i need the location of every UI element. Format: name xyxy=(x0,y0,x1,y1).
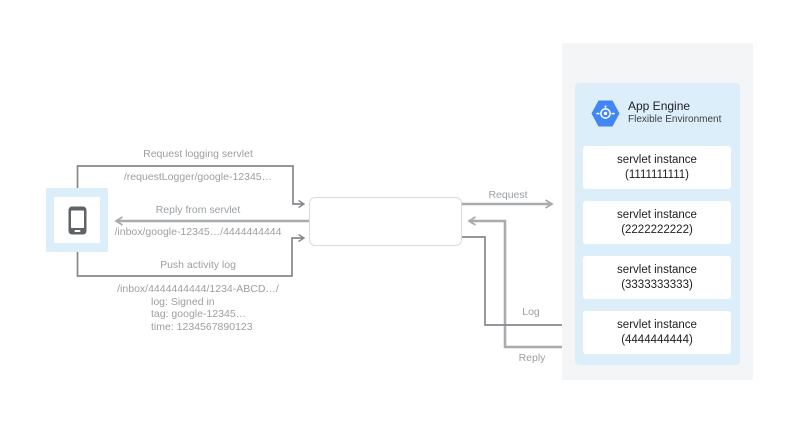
app-engine-header: App Engine Flexible Environment xyxy=(575,83,740,143)
client-device-box xyxy=(46,188,108,252)
flow-path-push-activity-log: /inbox/4444444444/1234-ABCD…/ xyxy=(117,283,279,295)
servlet-instance-4-name: servlet instance xyxy=(617,318,697,331)
servlet-instance-1-id: (1111111111) xyxy=(625,168,689,181)
flow-label-request-logging: Request logging servlet xyxy=(143,148,253,160)
app-engine-icon xyxy=(591,100,620,127)
servlet-instance-3-id: (3333333333) xyxy=(621,278,693,291)
servlet-instance-2-name: servlet instance xyxy=(617,208,697,221)
servlet-instance-card-2: servlet instance (2222222222) xyxy=(583,201,731,244)
servlet-instance-card-4: servlet instance (4444444444) xyxy=(583,311,731,354)
flow-label-log: Log xyxy=(522,306,540,318)
client-device-inner xyxy=(54,197,100,243)
servlet-instance-1-name: servlet instance xyxy=(617,153,697,166)
gcp-panel: Google Cloud Platform App Engine Flexibl… xyxy=(562,43,753,380)
flow-label-push-activity-log: Push activity log xyxy=(160,259,236,271)
push-log-details: log: Signed in tag: google-12345… time: … xyxy=(151,296,253,333)
smartphone-icon xyxy=(68,206,86,234)
servlet-instance-2-id: (2222222222) xyxy=(621,223,693,236)
app-engine-box: App Engine Flexible Environment servlet … xyxy=(575,83,740,365)
servlet-instance-card-1: servlet instance (1111111111) xyxy=(583,146,731,189)
push-log-detail-log: log: Signed in xyxy=(151,296,215,308)
flow-label-reply: Reply xyxy=(518,352,546,364)
app-engine-name: App Engine xyxy=(628,99,691,113)
flow-label-reply-from-servlet: Reply from servlet xyxy=(155,204,241,216)
servlet-instance-card-3: servlet instance (3333333333) xyxy=(583,256,731,299)
servlet-instance-4-id: (4444444444) xyxy=(621,333,693,346)
flow-label-request: Request xyxy=(488,189,528,201)
push-log-detail-time: time: 1234567890123 xyxy=(151,320,253,333)
app-engine-subtitle: Flexible Environment xyxy=(628,114,722,125)
logging-servlet-relay-box xyxy=(309,197,462,246)
flow-path-reply-from-servlet: /inbox/google-12345…/4444444444 xyxy=(114,226,282,238)
servlet-instance-3-name: servlet instance xyxy=(617,263,697,276)
push-log-detail-tag: tag: google-12345… xyxy=(151,308,247,321)
flow-path-request-logging: /requestLogger/google-12345… xyxy=(123,171,273,183)
